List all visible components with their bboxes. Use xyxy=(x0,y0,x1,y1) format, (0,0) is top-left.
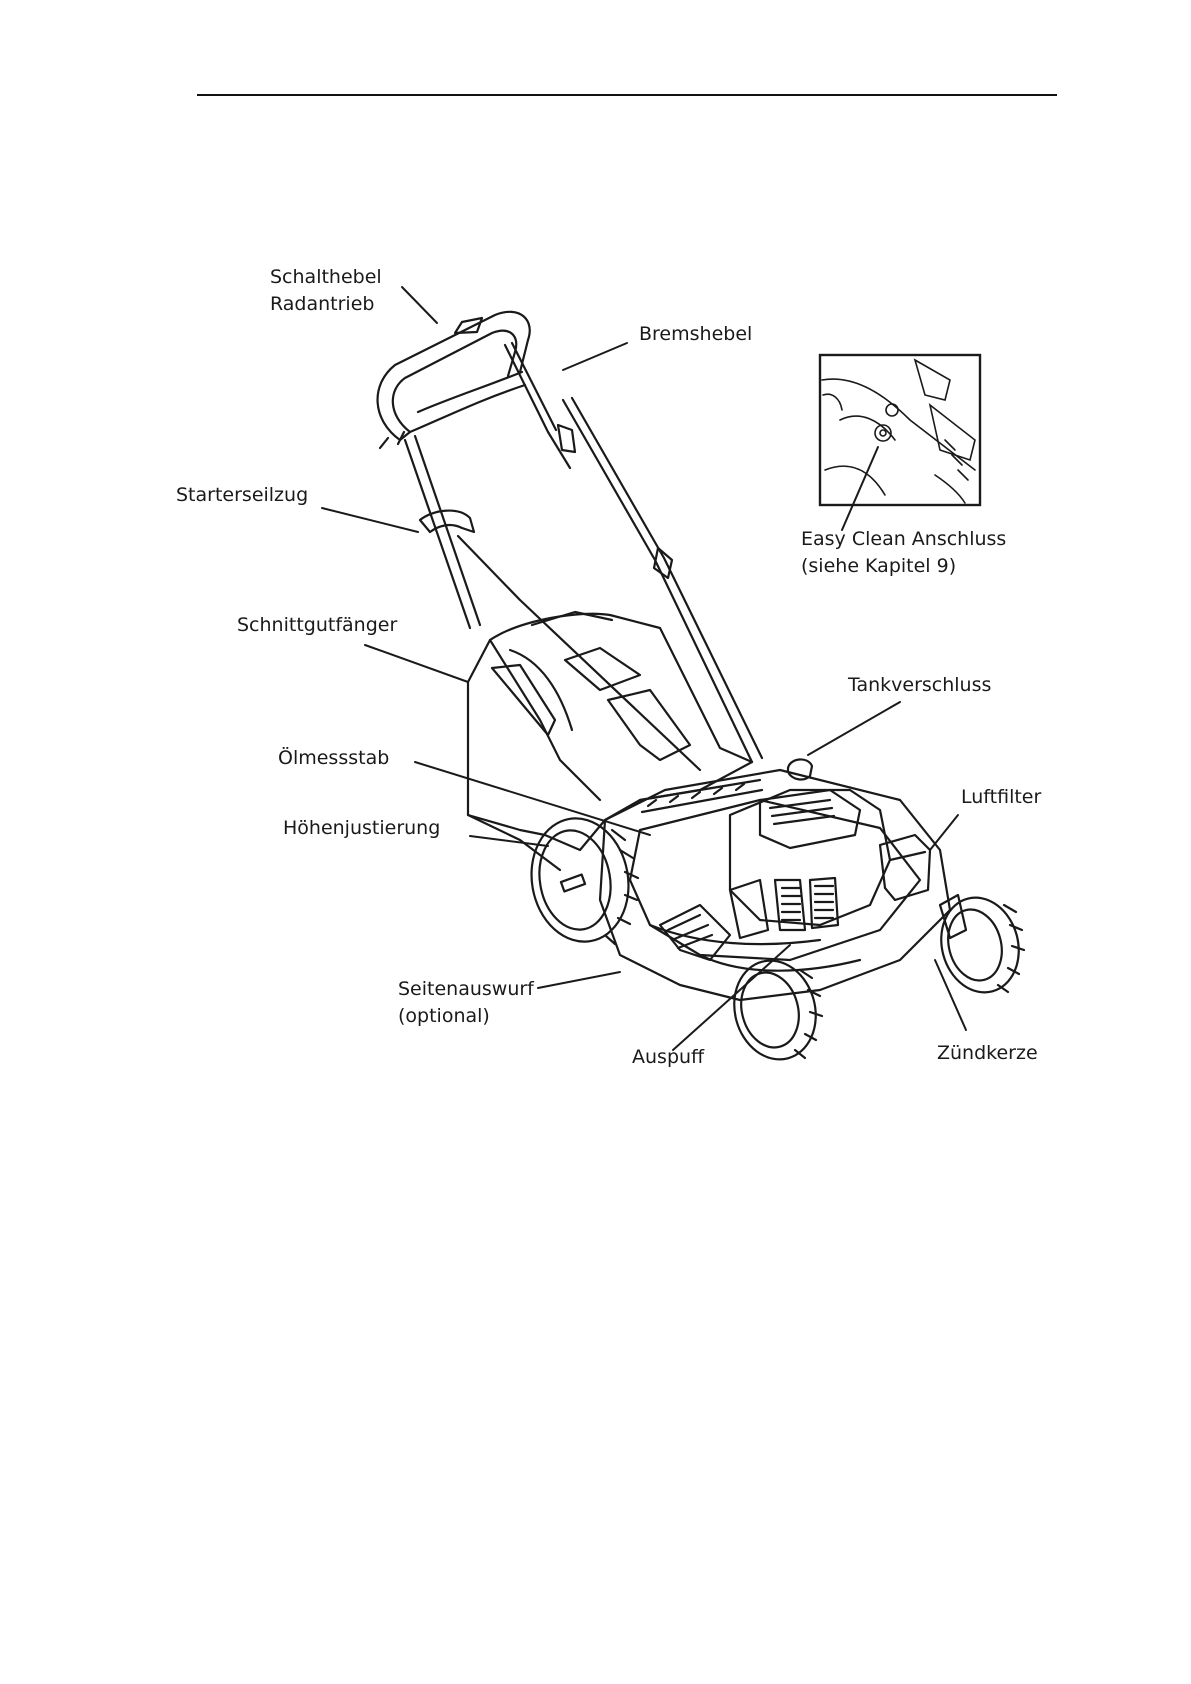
handle-bar xyxy=(378,312,530,440)
label-luftfilter: Luftfilter xyxy=(961,786,1041,808)
label-bremshebel: Bremshebel xyxy=(639,323,752,345)
leader-tankverschluss xyxy=(808,702,900,755)
label-seitenauswurf-line2: (optional) xyxy=(398,1005,490,1027)
handle-middle-rod xyxy=(505,343,570,468)
label-schnittgutfaenger: Schnittgutfänger xyxy=(237,614,397,636)
leader-oelmessstab xyxy=(415,762,650,835)
leader-schalthebel xyxy=(402,287,437,323)
leader-luftfilter xyxy=(930,815,958,850)
label-seitenauswurf-line1: Seitenauswurf xyxy=(398,978,535,1000)
lever-grip xyxy=(455,318,482,333)
label-auspuff: Auspuff xyxy=(632,1046,705,1068)
leader-schnittgutfaenger xyxy=(365,645,468,682)
label-zuendkerze: Zündkerze xyxy=(937,1042,1038,1064)
leader-bremshebel xyxy=(563,343,627,370)
rear-wheel xyxy=(522,811,638,950)
label-schalthebel-line1: Schalthebel xyxy=(270,266,382,288)
leader-hoehenjustierung xyxy=(470,836,548,846)
label-schalthebel-line2: Radantrieb xyxy=(270,293,374,315)
leader-seitenauswurf xyxy=(538,972,620,988)
label-starterseilzug: Starterseilzug xyxy=(176,484,308,506)
leader-auspuff xyxy=(673,945,790,1050)
label-easy-clean-line2: (siehe Kapitel 9) xyxy=(801,555,956,577)
easy-clean-inset xyxy=(820,355,980,505)
label-hoehenjustierung: Höhenjustierung xyxy=(283,817,440,839)
label-tankverschluss: Tankverschluss xyxy=(847,674,991,696)
fuel-cap xyxy=(788,759,812,779)
label-oelmessstab: Ölmessstab xyxy=(278,746,389,769)
leader-starterseilzug xyxy=(322,508,418,532)
label-easy-clean-line1: Easy Clean Anschluss xyxy=(801,528,1006,550)
